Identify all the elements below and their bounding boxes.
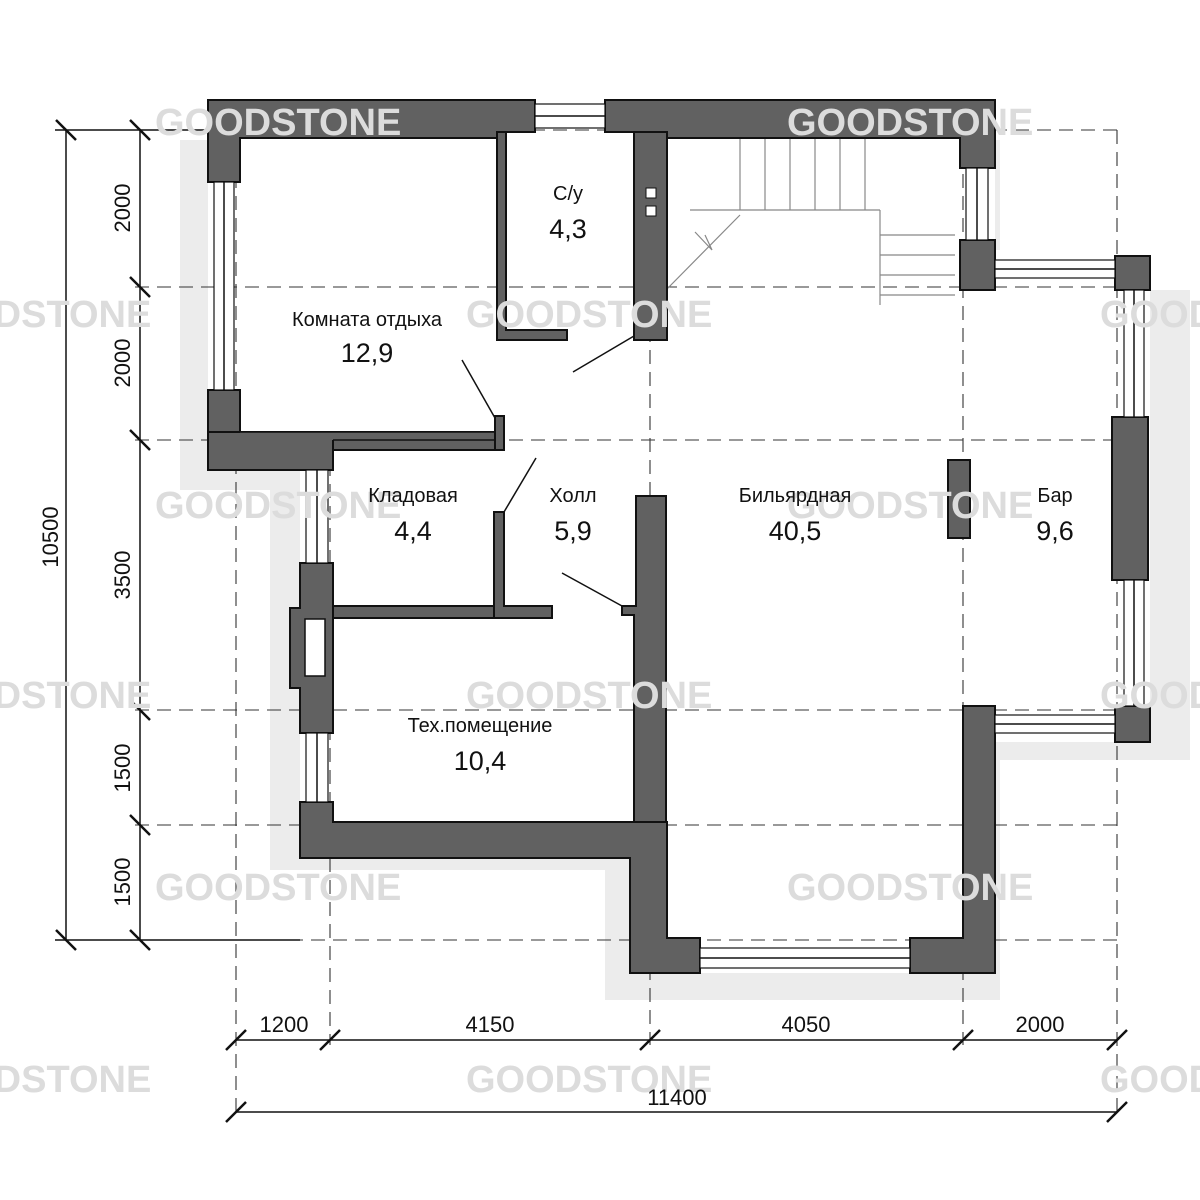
room-name-utility: Тех.помещение	[408, 715, 553, 737]
watermark: GOODSTONE	[155, 102, 401, 144]
room-area-bathroom: 4,3	[549, 214, 587, 244]
room-area-billiard: 40,5	[769, 516, 822, 546]
room-name-rest-room: Комната отдыха	[292, 309, 443, 331]
room-area-storage: 4,4	[394, 516, 432, 546]
dim-bottom-4: 2000	[1016, 1012, 1065, 1037]
dim-left-3: 3500	[110, 551, 135, 600]
windows	[213, 103, 1145, 969]
dim-bottom-total: 11400	[647, 1085, 707, 1110]
room-name-hall: Холл	[549, 485, 596, 507]
watermark: GOODSTONE	[466, 1059, 712, 1101]
watermark: GOODSTONE	[466, 675, 712, 717]
watermark: GOODSTONE	[1100, 1059, 1200, 1101]
room-area-hall: 5,9	[554, 516, 592, 546]
dimension-labels: 2000 2000 3500 1500 1500 10500 1200 4150…	[38, 184, 1064, 1110]
room-labels: С/у 4,3 Комната отдыха 12,9 Кладовая 4,4…	[292, 183, 1074, 776]
watermark: GOODSTONE	[466, 294, 712, 336]
interior	[208, 100, 1150, 973]
watermark: GOODSTONE	[0, 675, 151, 717]
watermark: GOODSTONE	[1100, 294, 1200, 336]
dim-left-2: 2000	[110, 339, 135, 388]
watermarks: GOODSTONE GOODSTONE GOODSTONE GOODSTONE …	[0, 102, 1200, 1101]
room-area-rest-room: 12,9	[341, 338, 394, 368]
room-name-bar: Бар	[1037, 485, 1072, 507]
dim-bottom-1: 1200	[260, 1012, 309, 1037]
dim-bottom-2: 4150	[466, 1012, 515, 1037]
dim-left-1: 2000	[110, 184, 135, 233]
dim-left-5: 1500	[110, 858, 135, 907]
watermark: GOODSTONE	[787, 867, 1033, 909]
watermark: GOODSTONE	[155, 867, 401, 909]
room-area-bar: 9,6	[1036, 516, 1074, 546]
dim-left-4: 1500	[110, 744, 135, 793]
door-lines	[461, 335, 635, 607]
watermark: GOODSTONE	[0, 294, 151, 336]
watermark: GOODSTONE	[155, 485, 401, 527]
dimension-lines	[55, 119, 1128, 1123]
room-name-bathroom: С/у	[553, 183, 583, 205]
watermark: GOODSTONE	[1100, 675, 1200, 717]
dim-left-total: 10500	[38, 506, 63, 567]
watermark: GOODSTONE	[787, 485, 1033, 527]
room-name-storage: Кладовая	[368, 485, 458, 507]
watermark: GOODSTONE	[787, 102, 1033, 144]
dim-bottom-3: 4050	[782, 1012, 831, 1037]
walls	[207, 99, 1151, 974]
room-area-utility: 10,4	[454, 746, 507, 776]
room-name-billiard: Бильярдная	[739, 485, 852, 507]
watermark: GOODSTONE	[0, 1059, 151, 1101]
